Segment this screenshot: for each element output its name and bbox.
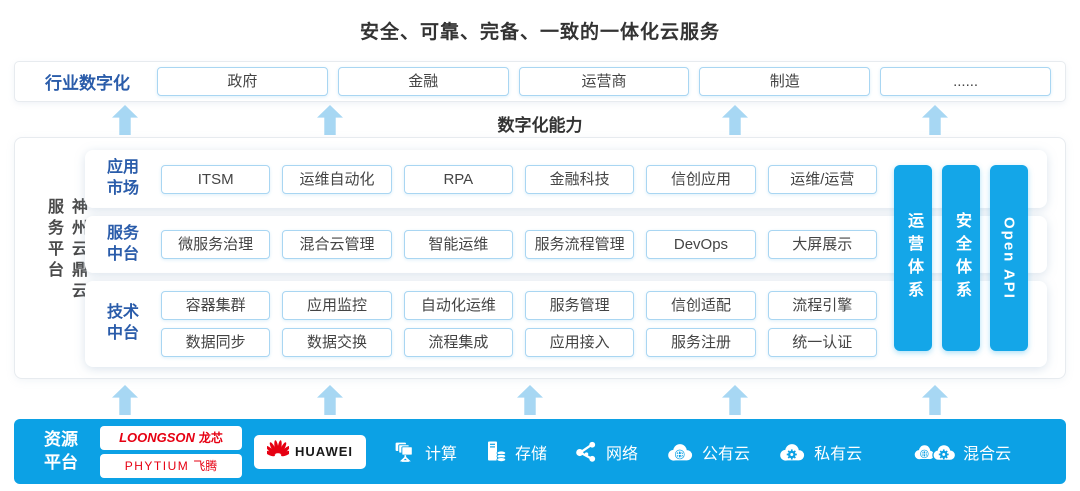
resource-public-cloud-label: 公有云 <box>702 445 751 463</box>
industry-item-manufacturing: 制造 <box>699 67 871 96</box>
item-rpa: RPA <box>403 164 513 194</box>
item-service-registry: 服务注册 <box>646 328 756 357</box>
huawei-flower-icon <box>264 440 292 463</box>
item-intelligent-ops: 智能运维 <box>403 230 513 259</box>
pillar-open-api: Open API <box>990 165 1028 351</box>
item-devops: DevOps <box>646 230 756 259</box>
capability-arrow-row <box>14 105 1066 136</box>
phytium-logo-text: PHYTIUM <box>124 458 190 473</box>
industry-row-label: 行业数字化 <box>45 74 130 93</box>
row-app-market: 应用 市场 ITSM 运维自动化 RPA 金融科技 信创应用 运维/运营 <box>85 150 1047 208</box>
up-arrow-icon <box>317 385 343 415</box>
resource-compute-label: 计算 <box>425 445 458 463</box>
row-app-market-items: ITSM 运维自动化 RPA 金融科技 信创应用 运维/运营 <box>161 164 877 194</box>
item-process-engine: 流程引擎 <box>767 291 877 320</box>
resource-network: 网络 <box>574 439 638 464</box>
page-title: 安全、可靠、完备、一致的一体化云服务 <box>359 22 720 43</box>
row-service-platform-label: 服务 中台 <box>106 224 139 263</box>
row-tech-platform-label: 技术 中台 <box>106 304 139 342</box>
loongson-logo: LOONGSON 龙芯 <box>100 425 242 450</box>
industry-item-more: ...... <box>880 67 1051 96</box>
item-fintech: 金融科技 <box>524 164 635 194</box>
pillar-security-system: 安全体系 <box>942 165 980 351</box>
tech-items-row1: 容器集群 应用监控 自动化运维 服务管理 信创适配 流程引擎 <box>161 291 877 320</box>
item-process-integration: 流程集成 <box>403 328 513 357</box>
capability-label: 数字化能力 <box>497 116 583 135</box>
item-big-screen: 大屏展示 <box>767 230 877 259</box>
pillar-operation-system: 运营体系 <box>894 165 932 351</box>
row-service-platform-items: 微服务治理 混合云管理 智能运维 服务流程管理 DevOps 大屏展示 <box>161 230 877 259</box>
resource-hybrid-cloud: 混合云 <box>912 440 1011 464</box>
up-arrow-icon <box>112 385 138 415</box>
resource-public-cloud: 公有云 <box>665 440 750 464</box>
public-cloud-icon <box>665 441 695 463</box>
resource-private-cloud: 私有云 <box>777 440 862 464</box>
row-app-market-label: 应用 市场 <box>106 159 139 197</box>
item-ops-operation: 运维/运营 <box>767 164 877 194</box>
tech-items-row2: 数据同步 数据交换 流程集成 应用接入 服务注册 统一认证 <box>161 328 877 357</box>
resource-arrow-row <box>14 385 1066 416</box>
huawei-logo-text: HUAWEI <box>295 444 353 459</box>
row-tech-platform: 技术 中台 容器集群 应用监控 自动化运维 服务管理 信创适配 流程引擎 数据同… <box>85 281 1047 367</box>
platform-side-label: 神州云鼎云服务平台 <box>45 198 86 303</box>
huawei-logo: HUAWEI <box>254 434 366 469</box>
item-hybrid-cloud-mgmt: 混合云管理 <box>282 230 392 259</box>
platform-box: 神州云鼎云服务平台 应用 市场 ITSM 运维自动化 RPA 金融科技 信创应用… <box>14 137 1066 379</box>
up-arrow-icon <box>517 385 543 415</box>
industry-row: 行业数字化 政府 金融 运营商 制造 ...... <box>14 61 1066 102</box>
item-service-process-mgmt: 服务流程管理 <box>524 230 635 259</box>
up-arrow-icon <box>722 385 748 415</box>
private-cloud-icon <box>777 441 807 463</box>
item-app-access: 应用接入 <box>524 328 635 357</box>
loongson-logo-cn: 龙芯 <box>198 431 223 445</box>
hybrid-cloud-icon <box>912 441 957 463</box>
resource-compute: 计算 <box>393 439 457 464</box>
item-xinchuang-adapt: 信创适配 <box>646 291 756 320</box>
resource-platform-bar: 资源 平台 LOONGSON 龙芯 PHYTIUM 飞腾 <box>14 419 1066 484</box>
storage-icon <box>484 439 508 464</box>
resource-platform-label: 资源 平台 <box>44 429 78 472</box>
resource-network-label: 网络 <box>606 445 639 463</box>
up-arrow-icon <box>922 385 948 415</box>
network-icon <box>574 439 599 464</box>
resource-private-cloud-label: 私有云 <box>814 445 863 463</box>
row-tech-platform-items: 容器集群 应用监控 自动化运维 服务管理 信创适配 流程引擎 数据同步 数据交换… <box>161 291 877 357</box>
item-data-exchange: 数据交换 <box>282 328 392 357</box>
item-app-monitoring: 应用监控 <box>282 291 392 320</box>
phytium-logo-cn: 飞腾 <box>193 459 218 473</box>
item-automated-ops: 自动化运维 <box>403 291 513 320</box>
resource-hybrid-cloud-label: 混合云 <box>963 445 1012 463</box>
industry-items: 政府 金融 运营商 制造 ...... <box>157 67 1051 96</box>
item-xinchuang-app: 信创应用 <box>646 164 756 194</box>
item-ops-automation: 运维自动化 <box>282 164 392 194</box>
row-service-platform: 服务 中台 微服务治理 混合云管理 智能运维 服务流程管理 DevOps 大屏展… <box>85 216 1047 273</box>
industry-item-operator: 运营商 <box>518 67 690 96</box>
resource-storage: 存储 <box>484 439 547 464</box>
resource-storage-label: 存储 <box>515 445 548 463</box>
loongson-logo-text: LOONGSON <box>119 430 195 445</box>
item-data-sync: 数据同步 <box>161 328 271 357</box>
item-itsm: ITSM <box>161 164 271 194</box>
industry-item-finance: 金融 <box>337 67 509 96</box>
item-service-mgmt: 服务管理 <box>524 291 635 320</box>
cpu-vendor-stack: LOONGSON 龙芯 PHYTIUM 飞腾 <box>100 425 242 478</box>
item-microservice-gov: 微服务治理 <box>161 230 271 259</box>
item-unified-auth: 统一认证 <box>767 328 877 357</box>
industry-item-government: 政府 <box>157 67 328 96</box>
item-container-cluster: 容器集群 <box>161 291 271 320</box>
phytium-logo: PHYTIUM 飞腾 <box>100 453 242 478</box>
compute-icon <box>393 439 418 464</box>
